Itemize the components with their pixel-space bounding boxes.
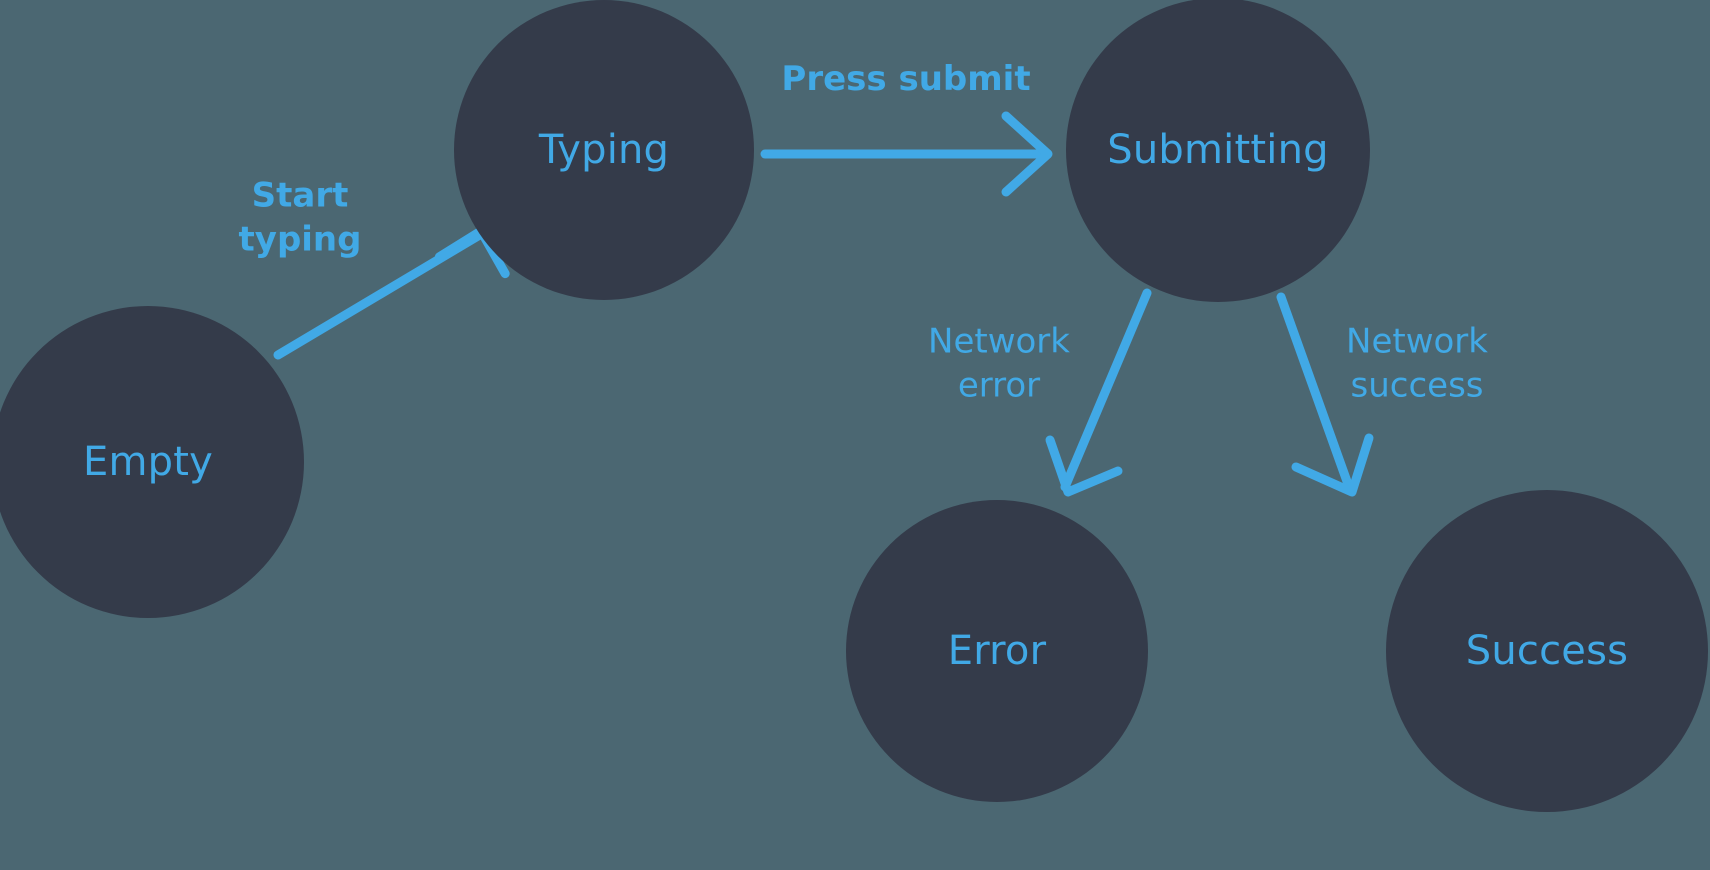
state-node-label: Success — [1465, 628, 1629, 674]
state-node-label: Typing — [538, 127, 670, 173]
edge-press-submit — [760, 111, 1053, 197]
state-node-label: Empty — [83, 439, 213, 485]
state-node-submitting[interactable]: Submitting — [1066, 0, 1370, 302]
state-node-error[interactable]: Error — [846, 500, 1148, 802]
state-node-success[interactable]: Success — [1386, 490, 1708, 812]
transition-label-start-typing: Start typing — [238, 175, 362, 259]
transition-label-network-error: Network error — [928, 321, 1070, 405]
state-node-typing[interactable]: Typing — [454, 0, 754, 300]
transition-label-network-success: Network success — [1346, 321, 1488, 405]
state-node-label: Error — [947, 628, 1047, 674]
state-node-empty[interactable]: Empty — [0, 306, 304, 618]
transition-label-press-submit: Press submit — [781, 59, 1031, 100]
state-node-label: Submitting — [1107, 127, 1329, 173]
